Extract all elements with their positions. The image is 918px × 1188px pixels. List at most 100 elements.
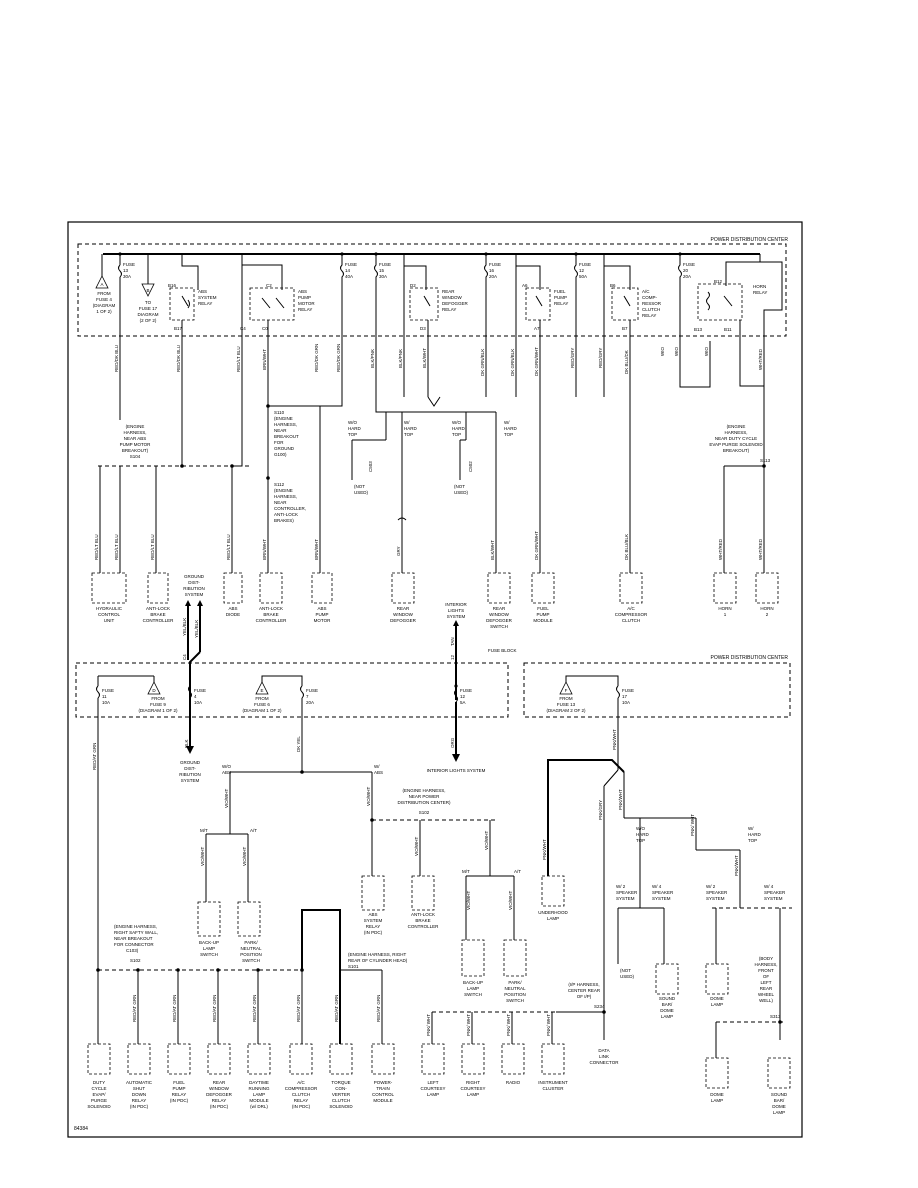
svg-text:BRAKE: BRAKE [263,612,278,617]
svg-text:DIAGRAM: DIAGRAM [137,312,158,317]
svg-text:(I/P HARNESS,: (I/P HARNESS, [568,982,599,987]
svg-text:SYSTEM: SYSTEM [181,778,200,783]
svg-text:(ENGINE: (ENGINE [274,488,293,493]
svg-text:CONNECTOR: CONNECTOR [590,1060,620,1065]
svg-text:W/O: W/O [452,420,461,425]
svg-text:LEFT: LEFT [427,1080,438,1085]
svg-text:SYSTEM: SYSTEM [185,592,204,597]
svg-text:B7: B7 [622,326,628,331]
svg-text:REAR OF CYLINDER HEAD): REAR OF CYLINDER HEAD) [348,958,408,963]
svg-text:SWITCH: SWITCH [490,624,508,629]
svg-text:(NOT: (NOT [620,968,631,973]
svg-text:ABS: ABS [317,606,326,611]
svg-text:RED/AT GRN: RED/AT GRN [376,995,381,1022]
ref-e: E FROM FUSE 6 (DIAGRAM 1 OF 2) [242,675,303,713]
svg-text:WELL): WELL) [759,998,773,1003]
svg-text:PUMP: PUMP [554,295,567,300]
svg-text:WHT/RED: WHT/RED [758,348,763,370]
svg-text:TAN: TAN [450,637,455,646]
svg-text:RED/AT GRN: RED/AT GRN [296,995,301,1022]
svg-text:ABS: ABS [228,606,237,611]
svg-text:RED/AT GRN: RED/AT GRN [334,995,339,1022]
svg-text:NEUTRAL: NEUTRAL [240,946,262,951]
svg-text:NEAR POWER: NEAR POWER [409,794,441,799]
svg-text:SYSTEM: SYSTEM [616,896,635,901]
svg-text:TOP: TOP [636,838,645,843]
top-component-names: HYDRAULIC CONTROL UNIT ANTI-LOCK BRAKE C… [96,606,774,629]
svg-text:YEL/BLK: YEL/BLK [194,620,199,638]
svg-text:SYSTEM: SYSTEM [364,918,383,923]
svg-text:DK GRN/BLK: DK GRN/BLK [510,349,515,376]
svg-text:PNK/WHT: PNK/WHT [612,729,617,750]
svg-text:COMP-: COMP- [642,295,658,300]
svg-text:S101: S101 [348,964,359,969]
svg-text:FUSE: FUSE [683,262,695,267]
svg-text:LAMP: LAMP [203,946,215,951]
svg-text:TOP: TOP [404,432,413,437]
svg-text:TOP: TOP [452,432,461,437]
svg-text:C502: C502 [468,461,473,472]
svg-text:WIO: WIO [660,347,665,356]
svg-text:(ENGINE HARNESS,: (ENGINE HARNESS, [114,924,157,929]
svg-text:A: A [100,282,103,287]
svg-text:HARD: HARD [452,426,466,431]
svg-text:10A: 10A [622,700,630,705]
svg-text:RELAY: RELAY [212,1098,226,1103]
svg-text:GROUND: GROUND [274,446,295,451]
svg-text:15: 15 [379,268,385,273]
svg-text:LIGHTS: LIGHTS [448,608,464,613]
svg-text:FUSE: FUSE [489,262,501,267]
svg-text:SWITCH: SWITCH [200,952,218,957]
svg-text:PARK/: PARK/ [508,980,522,985]
svg-text:(2 OF 2): (2 OF 2) [140,318,157,323]
svg-text:A/C: A/C [297,1080,305,1085]
svg-text:LAMP: LAMP [711,1002,723,1007]
svg-text:(DIAGRAM 2 OF 2): (DIAGRAM 2 OF 2) [546,708,586,713]
fuse-4: FUSE 4 10A BLK [184,685,206,754]
svg-text:DK YEL: DK YEL [296,736,301,752]
svg-text:(NOT: (NOT [354,484,365,489]
ac-compressor-clutch-relay: B6 B7 A/C COMP- RESSOR CLUTCH RELAY [603,254,662,575]
svg-text:RIBUTION: RIBUTION [179,772,201,777]
svg-text:SWITCH: SWITCH [242,958,260,963]
svg-text:D: D [152,688,156,693]
svg-text:BAR/: BAR/ [774,1098,785,1103]
svg-text:A/T: A/T [250,828,257,833]
svg-text:WIO: WIO [674,347,679,356]
svg-text:VIO/WHT: VIO/WHT [242,847,247,866]
svg-text:ABS: ABS [222,770,231,775]
svg-text:HYDRAULIC: HYDRAULIC [96,606,123,611]
svg-text:FUEL: FUEL [537,606,549,611]
svg-text:DK GRN/WHT: DK GRN/WHT [534,531,539,560]
svg-text:S110: S110 [274,410,285,415]
svg-text:FUSE: FUSE [379,262,391,267]
figure-id: 84384 [74,1126,88,1132]
svg-text:PNK/ WHT: PNK/ WHT [426,1014,431,1036]
svg-text:PNK/ WHT: PNK/ WHT [466,1014,471,1036]
svg-text:ABS: ABS [368,912,377,917]
svg-text:RED/LT BLU: RED/LT BLU [226,534,231,560]
svg-text:DOME: DOME [710,1092,724,1097]
svg-text:HORN: HORN [718,606,731,611]
pdc-top-label: POWER DISTRIBUTION CENTER [710,237,788,243]
svg-text:RUNNING: RUNNING [249,1086,270,1091]
svg-text:20A: 20A [683,274,691,279]
svg-text:B13: B13 [694,327,703,332]
svg-text:E: E [260,688,263,693]
svg-text:REAR: REAR [493,606,506,611]
svg-text:SPEAKER: SPEAKER [706,890,728,895]
svg-text:(IN PDC): (IN PDC) [210,1104,229,1109]
svg-text:7: 7 [306,694,309,699]
svg-text:DOME: DOME [710,996,724,1001]
svg-text:S104: S104 [130,454,141,459]
svg-text:W/ 4: W/ 4 [652,884,662,889]
svg-text:DIST-: DIST- [188,580,200,585]
mid-components: BACK-UP LAMP SWITCH PARK/ NEUTRAL POSITI… [197,875,568,1003]
fuse-20: FUSE 20 20A [678,252,711,388]
svg-text:PUMP: PUMP [172,1086,185,1091]
svg-text:BREAKOUT): BREAKOUT) [723,448,750,453]
svg-text:RED/DK GRN: RED/DK GRN [314,344,319,372]
svg-text:CON-: CON- [335,1086,347,1091]
svg-text:RED/LT BLU: RED/LT BLU [94,534,99,560]
svg-text:HORN: HORN [760,606,773,611]
